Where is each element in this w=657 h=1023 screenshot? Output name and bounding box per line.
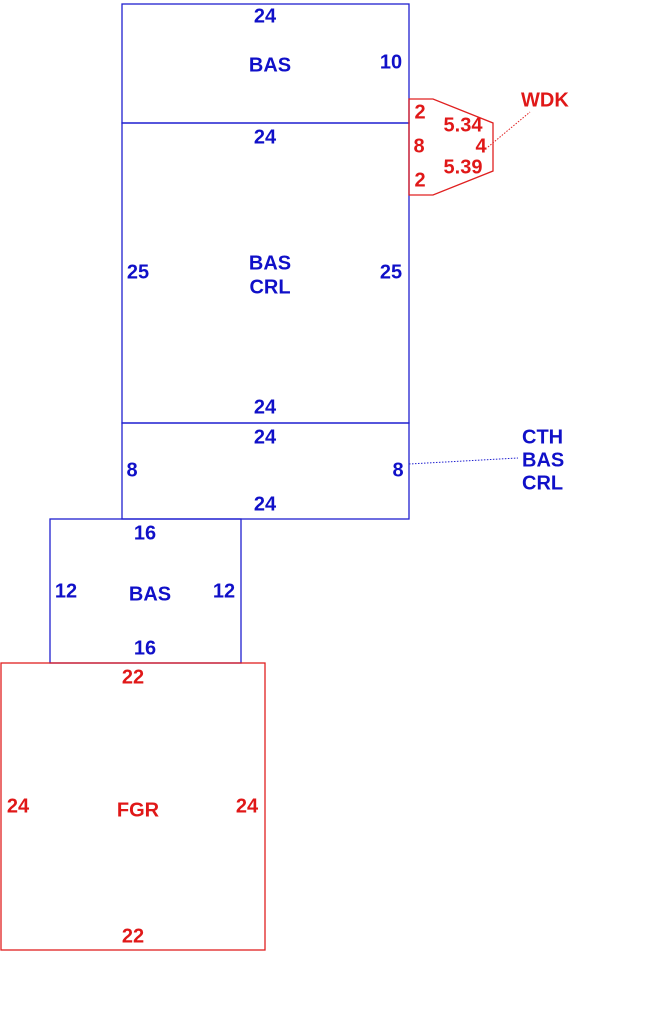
wdk-callout-label: WDK	[521, 89, 569, 111]
bas-small-left-dim: 12	[55, 580, 77, 602]
wdk-upper-diag-dim: 5.34	[444, 114, 484, 136]
wdk-lower-left-dim: 2	[414, 169, 425, 191]
fgr-section: 22 FGR 24 24 22	[0, 662, 266, 951]
cth-right-dim: 8	[392, 459, 403, 481]
cth-bottom-dim: 24	[254, 493, 277, 515]
cth-leader-line	[408, 457, 519, 465]
bas-top-label: BAS	[249, 54, 291, 76]
fgr-top-dim: 22	[122, 666, 144, 688]
bas-crl-left-dim: 25	[127, 261, 149, 283]
fgr-outline	[0, 662, 266, 951]
cth-callout-line3: CRL	[522, 472, 563, 494]
bas-small-label: BAS	[129, 583, 171, 605]
bas-top-right-dim: 10	[380, 51, 402, 73]
wdk-left-dim: 8	[413, 135, 424, 157]
bas-crl-top-dim: 24	[254, 126, 277, 148]
bas-small-bottom-dim: 16	[134, 637, 156, 659]
bas-crl-section: 24 BAS CRL 25 25 24	[121, 122, 410, 424]
wdk-right-dim: 4	[475, 135, 487, 157]
fgr-right-dim: 24	[236, 795, 259, 817]
cth-section: 24 8 8 24 CTH BAS CRL	[121, 422, 564, 520]
cth-callout-line1: CTH	[522, 426, 563, 448]
wdk-upper-left-dim: 2	[414, 101, 425, 123]
bas-small-top-dim: 16	[134, 522, 156, 544]
cth-callout-line2: BAS	[522, 449, 564, 471]
cth-outline	[121, 422, 410, 520]
bas-crl-bottom-dim: 24	[254, 396, 277, 418]
cth-top-dim: 24	[254, 426, 277, 448]
fgr-left-dim: 24	[7, 795, 30, 817]
bas-small-section: 16 BAS 12 12 16	[49, 518, 242, 664]
wdk-leader-line	[487, 111, 531, 148]
fgr-label: FGR	[117, 799, 160, 821]
wdk-section: 2 8 2 5.34 4 5.39 WDK	[408, 89, 569, 196]
fgr-bottom-dim: 22	[122, 925, 144, 947]
bas-crl-label-line1: BAS	[249, 252, 291, 274]
bas-crl-label-line2: CRL	[249, 276, 290, 298]
bas-top-section: 24 BAS 10	[121, 3, 410, 124]
wdk-lower-diag-dim: 5.39	[444, 156, 483, 178]
bas-small-right-dim: 12	[213, 580, 235, 602]
bas-top-top-dim: 24	[254, 5, 277, 27]
bas-crl-right-dim: 25	[380, 261, 402, 283]
cth-left-dim: 8	[126, 459, 137, 481]
wdk-outline	[408, 98, 494, 196]
